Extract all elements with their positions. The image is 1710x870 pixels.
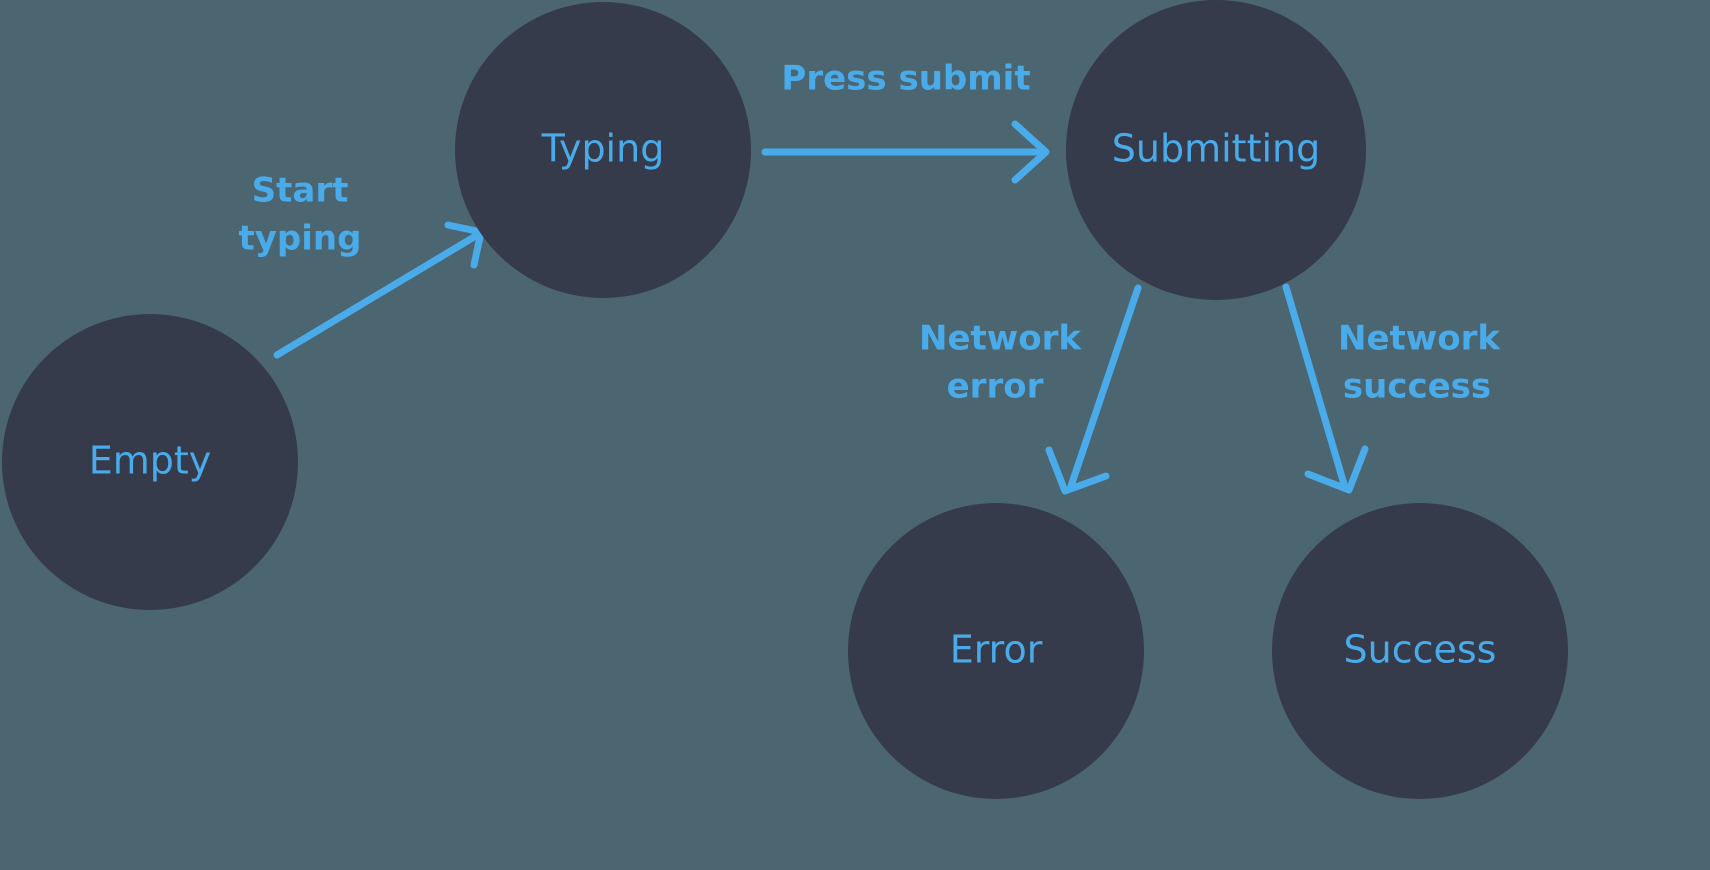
state-circle-typing[interactable] xyxy=(455,2,751,298)
state-circle-error[interactable] xyxy=(848,503,1144,799)
transition-label-press-submit: Press submit xyxy=(781,59,1030,99)
transition-label-network-error: Network error xyxy=(919,319,1082,407)
network-error-label-line-2: error xyxy=(947,367,1044,407)
state-circle-empty[interactable] xyxy=(2,314,298,610)
transition-network-error xyxy=(1045,284,1142,495)
network-success-label-line-1: Network xyxy=(1338,319,1501,359)
transition-network-success xyxy=(1282,283,1369,494)
transition-label-start-typing: Start typing xyxy=(239,171,362,259)
transition-label-network-success: Network success xyxy=(1338,319,1501,407)
state-node-error[interactable]: Error xyxy=(848,503,1144,799)
state-label-typing: Typing xyxy=(541,127,665,171)
state-label-empty: Empty xyxy=(89,439,212,483)
start-typing-label-line-2: typing xyxy=(239,219,362,259)
state-node-empty[interactable]: Empty xyxy=(2,314,298,610)
transition-press-submit xyxy=(761,120,1050,184)
state-label-error: Error xyxy=(950,628,1043,672)
network-error-arrow-shaft xyxy=(1067,284,1142,490)
state-circle-submitting[interactable] xyxy=(1066,0,1366,300)
state-label-success: Success xyxy=(1344,628,1497,672)
start-typing-label-line-1: Start xyxy=(252,171,349,211)
network-error-arrow-head xyxy=(1045,446,1110,495)
network-success-label-line-2: success xyxy=(1343,367,1491,407)
network-error-label-line-1: Network xyxy=(919,319,1082,359)
start-typing-arrow-shaft xyxy=(273,233,478,359)
network-success-arrow-head xyxy=(1304,445,1369,494)
state-label-submitting: Submitting xyxy=(1112,127,1320,171)
state-circle-success[interactable] xyxy=(1272,503,1568,799)
press-submit-label-line-1: Press submit xyxy=(781,59,1030,99)
state-node-typing[interactable]: Typing xyxy=(455,2,751,298)
network-success-arrow-shaft xyxy=(1282,283,1348,488)
state-node-submitting[interactable]: Submitting xyxy=(1066,0,1366,300)
state-node-success[interactable]: Success xyxy=(1272,503,1568,799)
press-submit-arrow-head xyxy=(1011,120,1050,184)
